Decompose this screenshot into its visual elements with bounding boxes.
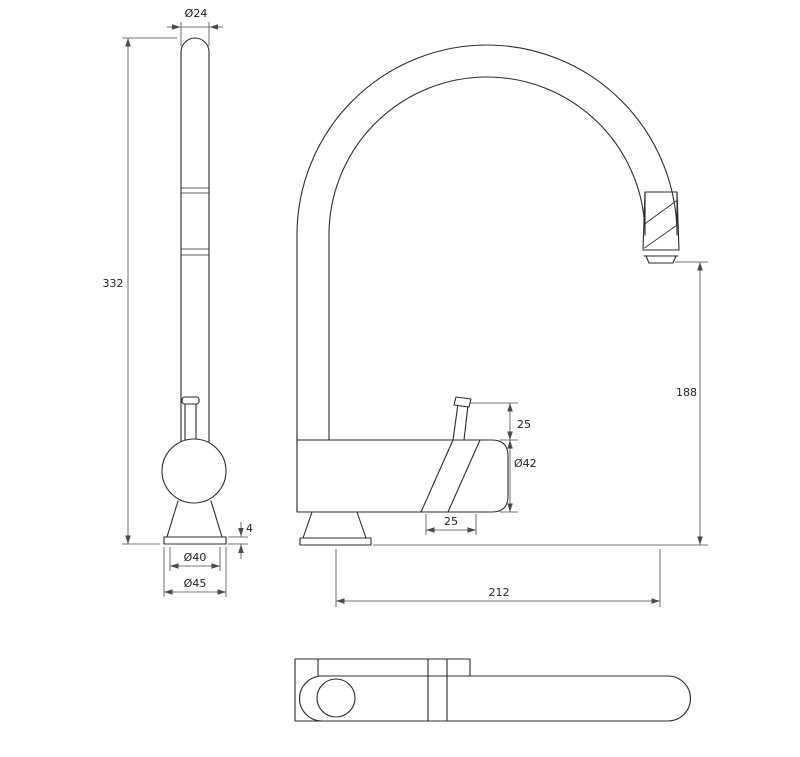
- front-body: [296, 439, 509, 513]
- top-lever-lines: [427, 658, 448, 722]
- dim-label-plate-thickness: 4: [246, 522, 253, 535]
- dim-body-diameter: Ø42: [507, 440, 537, 512]
- dim-label-spout-reach: 212: [489, 586, 510, 599]
- dim-label-outlet-height: 188: [676, 386, 697, 399]
- dim-lever-width: 25: [425, 514, 477, 535]
- front-lever-pin: [452, 403, 469, 441]
- dim-base-plate-diameter: Ø45: [163, 547, 227, 597]
- dim-plate-thickness: 4: [228, 522, 253, 559]
- side-lever-cap: [181, 396, 200, 405]
- side-spout-outline: [180, 37, 210, 447]
- front-base-plate: [299, 537, 372, 546]
- dim-total-height: 332: [103, 37, 177, 545]
- dim-outlet-height: 188: [373, 261, 708, 546]
- dim-label-lever-height: 25: [517, 418, 531, 431]
- front-handle-joint-lines: [420, 439, 481, 513]
- side-body-circle: [161, 438, 227, 504]
- top-cartridge-circle: [316, 678, 356, 718]
- dim-base-neck-diameter: Ø40: [169, 547, 221, 571]
- front-view: 25 Ø42 25 188 212: [296, 44, 708, 607]
- front-lever-cap: [453, 396, 472, 408]
- side-spray-head-seams: [181, 187, 209, 256]
- side-base-flare: [166, 500, 223, 538]
- dim-label-base-neck-diameter: Ø40: [184, 551, 207, 564]
- dim-spout-reach: 212: [335, 549, 661, 607]
- dim-label-spout-diameter: Ø24: [185, 7, 208, 20]
- dim-lever-height: 25: [470, 402, 531, 513]
- dim-label-lever-width: 25: [444, 515, 458, 528]
- dim-spout-diameter: Ø24: [167, 7, 223, 46]
- dim-label-total-height: 332: [103, 277, 124, 290]
- side-lever-pin: [184, 402, 197, 444]
- front-spray-head: [642, 191, 680, 264]
- front-arch-outer: [296, 44, 678, 441]
- top-view: [294, 658, 692, 722]
- front-base-flare: [302, 511, 367, 539]
- dim-label-base-plate-diameter: Ø45: [184, 577, 207, 590]
- top-spout-capsule: [298, 675, 692, 722]
- dim-label-body-diameter: Ø42: [514, 457, 537, 470]
- side-base-plate: [163, 536, 227, 545]
- side-view: Ø24 332 4 Ø40 Ø45: [103, 7, 253, 597]
- front-arch-inner: [328, 76, 646, 441]
